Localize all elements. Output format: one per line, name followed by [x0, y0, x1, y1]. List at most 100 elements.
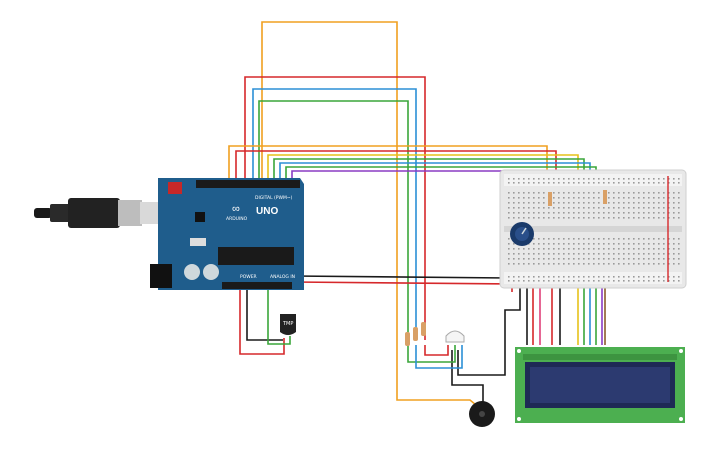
breadboard-hole	[608, 248, 610, 250]
wire-black-buzzer[interactable]	[457, 282, 521, 376]
wire-orange-buzzer[interactable]	[261, 21, 483, 411]
breadboard-hole	[533, 192, 535, 194]
breadboard-hole	[618, 182, 620, 184]
wire-blue-led[interactable]	[415, 345, 463, 369]
breadboard-hole	[598, 212, 600, 214]
wire-red-top[interactable]	[244, 76, 426, 340]
board-model-label: UNO	[256, 206, 278, 217]
breadboard-hole	[563, 178, 565, 180]
breadboard-hole	[568, 192, 570, 194]
wire-black-gnd[interactable]	[291, 275, 511, 279]
temperature-sensor[interactable]: TMP	[280, 314, 296, 335]
breadboard-hole	[653, 280, 655, 282]
wire-blue-top[interactable]	[252, 88, 417, 330]
breadboard-hole	[623, 253, 625, 255]
breadboard-hole	[668, 258, 670, 260]
breadboard-hole	[653, 263, 655, 265]
breadboard-hole	[533, 182, 535, 184]
piezo-buzzer[interactable]	[469, 401, 495, 427]
breadboard-hole	[568, 207, 570, 209]
breadboard-hole	[528, 258, 530, 260]
breadboard-hole	[668, 202, 670, 204]
wire-green-led[interactable]	[407, 345, 456, 363]
breadboard-hole	[518, 212, 520, 214]
breadboard-hole	[678, 197, 680, 199]
breadboard-hole	[508, 253, 510, 255]
breadboard-hole	[588, 197, 590, 199]
potentiometer[interactable]	[510, 222, 534, 246]
wire-green-tmp[interactable]	[267, 288, 291, 345]
center-channel	[504, 226, 682, 232]
breadboard-hole	[673, 280, 675, 282]
breadboard-hole	[658, 253, 660, 255]
breadboard-hole	[533, 217, 535, 219]
breadboard-hole	[628, 197, 630, 199]
wire-green-top[interactable]	[258, 100, 409, 335]
breadboard-hole	[568, 276, 570, 278]
wire-red-lcd2[interactable]	[530, 281, 534, 345]
breadboard-hole	[623, 243, 625, 245]
breadboard-hole	[608, 243, 610, 245]
breadboard-hole	[663, 182, 665, 184]
breadboard-hole	[603, 248, 605, 250]
breadboard-hole	[558, 217, 560, 219]
breadboard-hole	[623, 217, 625, 219]
lcd-display[interactable]	[515, 347, 685, 423]
breadboard-hole	[558, 238, 560, 240]
breadboard-hole	[613, 258, 615, 260]
breadboard-resistor[interactable]	[548, 190, 607, 206]
breadboard-hole	[673, 263, 675, 265]
breadboard-hole	[533, 276, 535, 278]
wire-black-buzzer2[interactable]	[451, 350, 484, 405]
breadboard-hole	[533, 207, 535, 209]
resistors[interactable]	[405, 322, 426, 346]
breadboard-hole	[608, 202, 610, 204]
breadboard-hole	[613, 263, 615, 265]
breadboard-hole	[638, 276, 640, 278]
breadboard-hole	[583, 202, 585, 204]
infinity-logo-icon: ∞	[232, 203, 240, 215]
breadboard-hole	[628, 238, 630, 240]
breadboard-hole	[568, 243, 570, 245]
breadboard-hole	[648, 280, 650, 282]
breadboard-hole	[653, 248, 655, 250]
breadboard-hole	[573, 276, 575, 278]
breadboard-hole	[508, 182, 510, 184]
breadboard-hole	[643, 182, 645, 184]
breadboard-hole	[643, 263, 645, 265]
breadboard-hole	[638, 280, 640, 282]
breadboard-hole	[518, 280, 520, 282]
breadboard-hole	[538, 182, 540, 184]
breadboard-hole	[518, 276, 520, 278]
breadboard-hole	[513, 263, 515, 265]
breadboard-hole	[618, 207, 620, 209]
wire-red-tmp[interactable]	[239, 288, 285, 355]
breadboard-hole	[618, 276, 620, 278]
breadboard-hole	[603, 178, 605, 180]
breadboard-hole	[553, 197, 555, 199]
breadboard-hole	[668, 207, 670, 209]
rgb-led[interactable]	[445, 330, 465, 343]
breadboard-hole	[593, 178, 595, 180]
wire-red-led[interactable]	[424, 345, 449, 356]
breadboard-hole	[583, 253, 585, 255]
arduino-board[interactable]: ∞ UNO ARDUINO DIGITAL (PWM~) POWER ANALO…	[150, 178, 304, 290]
breadboard-hole	[528, 280, 530, 282]
breadboard-hole	[558, 192, 560, 194]
breadboard-hole	[603, 276, 605, 278]
breadboard-hole	[543, 178, 545, 180]
breadboard-hole	[613, 248, 615, 250]
breadboard-hole	[513, 192, 515, 194]
breadboard-hole	[533, 202, 535, 204]
breadboard-hole	[593, 238, 595, 240]
breadboard-hole	[678, 192, 680, 194]
breadboard[interactable]	[499, 169, 687, 289]
breadboard-hole	[553, 253, 555, 255]
breadboard-hole	[583, 192, 585, 194]
reset-button[interactable]	[168, 182, 182, 194]
breadboard-hole	[563, 263, 565, 265]
wire-red-power[interactable]	[291, 281, 513, 292]
wire-black-tmp[interactable]	[246, 288, 283, 341]
breadboard-hole	[558, 280, 560, 282]
breadboard-hole	[538, 217, 540, 219]
